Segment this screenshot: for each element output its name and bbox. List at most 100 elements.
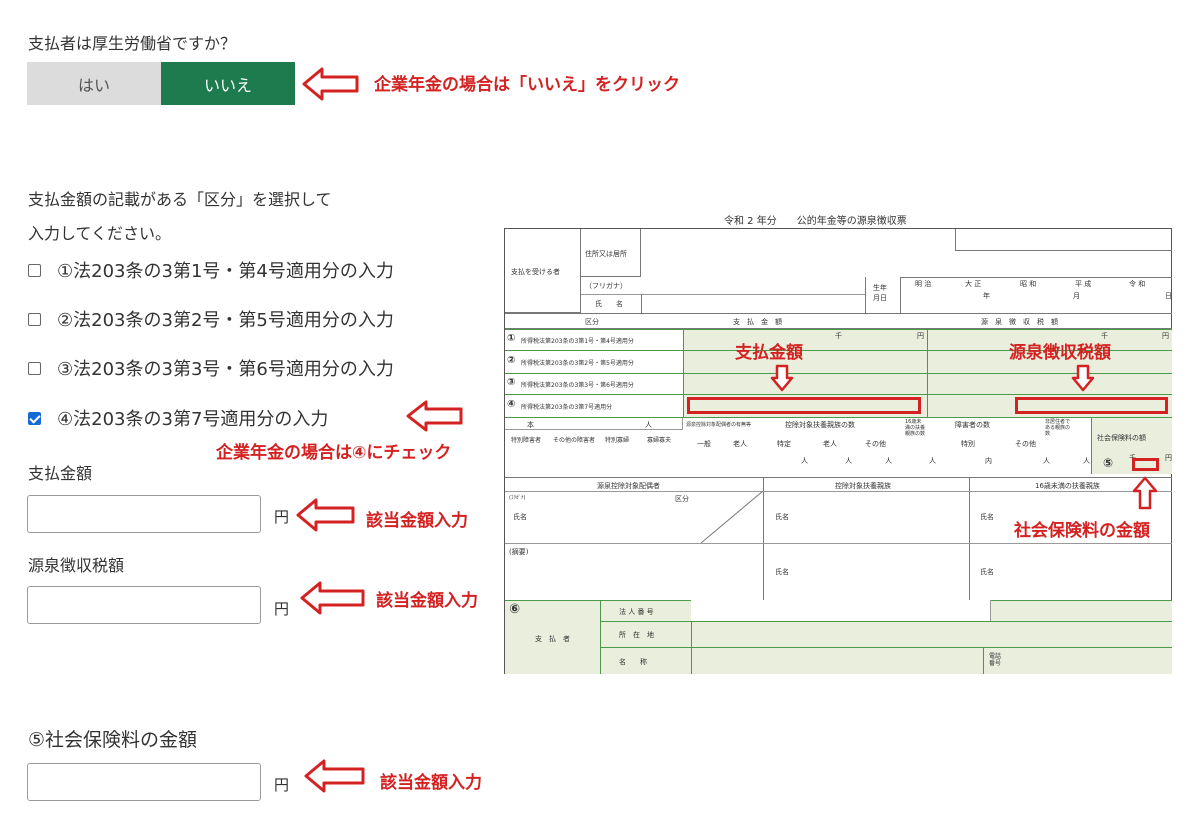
person-unit: 人 (885, 457, 892, 465)
remarks: (摘要) (509, 548, 529, 556)
social-label: ⑤社会保険料の金額 (28, 729, 198, 751)
thousand-marker: 千 (1101, 332, 1108, 340)
lower-header: 障害者の数 (955, 421, 990, 429)
withholding-input[interactable] (27, 586, 261, 624)
payer-field: 名 称 (619, 658, 647, 666)
checkbox[interactable] (28, 263, 41, 277)
yes-button[interactable]: はい (27, 62, 161, 105)
person-unit: 人 (1083, 457, 1090, 465)
lower-header: 社会保険料の額 (1097, 434, 1146, 442)
category-option-label: ①法203条の3第1号・第4号適用分の入力 (57, 261, 394, 282)
thousand-marker: 千 (835, 332, 842, 340)
era: 令 和 (1129, 280, 1146, 288)
section-title: 控除対象扶養親族 (835, 482, 891, 490)
payer-field: 所 在 地 (619, 631, 654, 639)
kubun: 区分 (675, 495, 689, 503)
row-mark-2: ② (507, 355, 516, 366)
payment-label: 支払金額 (28, 464, 93, 483)
withholding-label: 源泉徴収税額 (28, 556, 125, 575)
lower-sub: その他 (865, 440, 886, 448)
lower-sub: その他 (1015, 440, 1036, 448)
address-label: 住所又は居所 (585, 250, 627, 258)
yen-marker: 円 (1162, 332, 1169, 340)
lower-sub: 老人 (733, 440, 747, 448)
furigana-label: （フリガナ） (585, 282, 627, 290)
era: 平 成 (1075, 280, 1092, 288)
row-3-label: 所得税法第203条の3第3号・第6号適用分 (521, 382, 634, 389)
era: 大 正 (965, 280, 982, 288)
annotation-enter-amount-3: 該当金額入力 (380, 773, 482, 793)
question-payer-label: 支払者は厚生労働省ですか？ (28, 34, 237, 53)
diagonal-line (701, 491, 763, 543)
person-unit: 人 (801, 457, 808, 465)
lower-sub: 特別障害者 (511, 437, 542, 444)
phone-label: 電話 番号 (989, 653, 1002, 667)
category-option-label: ③法203条の3第3号・第6号適用分の入力 (57, 359, 394, 380)
lower-sub: 一般 (697, 440, 711, 448)
category-option-2[interactable]: ②法203条の3第2号・第5号適用分の入力 (28, 306, 394, 332)
withholding-amount-highlight (1015, 397, 1168, 414)
day: 日 (1165, 292, 1172, 300)
person-unit: 人 (845, 457, 852, 465)
category-option-4[interactable]: ④法203条の3第7号適用分の入力 (28, 405, 328, 431)
lower-sub: 寡婦寡夫 (647, 437, 672, 444)
row-2-label: 所得税法第203条の3第2号・第5号適用分 (521, 360, 634, 367)
category-option-1[interactable]: ①法203条の3第1号・第4号適用分の入力 (28, 257, 394, 283)
left-arrow-icon (406, 399, 464, 433)
name-short: 氏名 (980, 513, 994, 521)
row-mark-1: ① (507, 333, 516, 344)
person-unit: 内 (985, 457, 992, 465)
row-mark-3: ③ (507, 377, 516, 388)
lower-header: 控除対象扶養親族の数 (785, 421, 855, 429)
payer-field: 法 人 番 号 (619, 608, 654, 616)
section-title: 源泉控除対象配偶者 (597, 482, 660, 490)
left-arrow-icon (304, 758, 366, 794)
header-payment: 支 払 金 額 (733, 318, 782, 326)
checkbox[interactable] (28, 312, 41, 326)
no-button[interactable]: いいえ (161, 62, 295, 105)
yen-marker: 円 (917, 332, 924, 340)
withholding-slip-image: 支払を受ける者 住所又は居所 （フリガナ） 氏 名 生年 月日 明 治 大 正 … (504, 228, 1172, 674)
era: 明 治 (915, 280, 932, 288)
left-arrow-icon (296, 497, 356, 533)
furigana-short: (ﾌﾘｶﾞﾅ) (509, 495, 526, 501)
name-short: 氏名 (775, 513, 789, 521)
left-arrow-icon (302, 66, 360, 102)
form-title: 令和 2 年分 公的年金等の源泉徴収票 (724, 216, 907, 227)
lower-header: 本 (527, 421, 534, 429)
lower-header: 非居住者である親族の数 (1045, 419, 1071, 437)
lower-header: 16歳未満の扶養親族の数 (905, 419, 926, 437)
birth-label: 生年 月日 (873, 284, 887, 302)
annotation-withholding-tax: 源泉徴収税額 (1009, 343, 1111, 363)
person-unit: 人 (1043, 457, 1050, 465)
era: 昭 和 (1020, 280, 1037, 288)
payment-input[interactable] (27, 495, 261, 533)
category-option-label: ②法203条の3第2号・第5号適用分の入力 (57, 310, 394, 331)
lower-sub: 特別寡婦 (605, 437, 630, 444)
lower-header: 源泉控除対象配偶者の有無等 (686, 422, 752, 428)
section-title: 16歳未満の扶養親族 (1035, 482, 1100, 490)
lower-sub: 特別 (961, 440, 975, 448)
name-label: 氏 名 (595, 300, 623, 308)
person-unit: 人 (929, 457, 936, 465)
name-short: 氏名 (775, 568, 789, 576)
mark-6: ⑥ (509, 602, 521, 617)
payment-amount-highlight (687, 397, 921, 414)
lower-sub: 特定 (777, 440, 791, 448)
checkbox[interactable] (28, 361, 41, 375)
payer-toggle: はい いいえ (27, 62, 295, 105)
payer-label: 支 払 者 (535, 635, 570, 643)
category-option-label: ④法203条の3第7号適用分の入力 (57, 409, 329, 430)
name-short: 氏名 (513, 513, 527, 521)
name-short: 氏名 (980, 568, 994, 576)
payment-unit: 円 (274, 508, 290, 526)
category-option-3[interactable]: ③法203条の3第3号・第6号適用分の入力 (28, 355, 394, 381)
lower-sub: その他の障害者 (553, 437, 596, 444)
checkbox-checked[interactable] (28, 411, 41, 425)
row-1-label: 所得税法第203条の3第1号・第4号適用分 (521, 338, 634, 345)
header-kubun: 区分 (585, 318, 599, 326)
social-input[interactable] (27, 763, 261, 801)
withholding-unit: 円 (274, 600, 290, 618)
social-insurance-highlight (1132, 458, 1159, 471)
row-4-label: 所得税法第203条の3第7号適用分 (521, 404, 613, 411)
